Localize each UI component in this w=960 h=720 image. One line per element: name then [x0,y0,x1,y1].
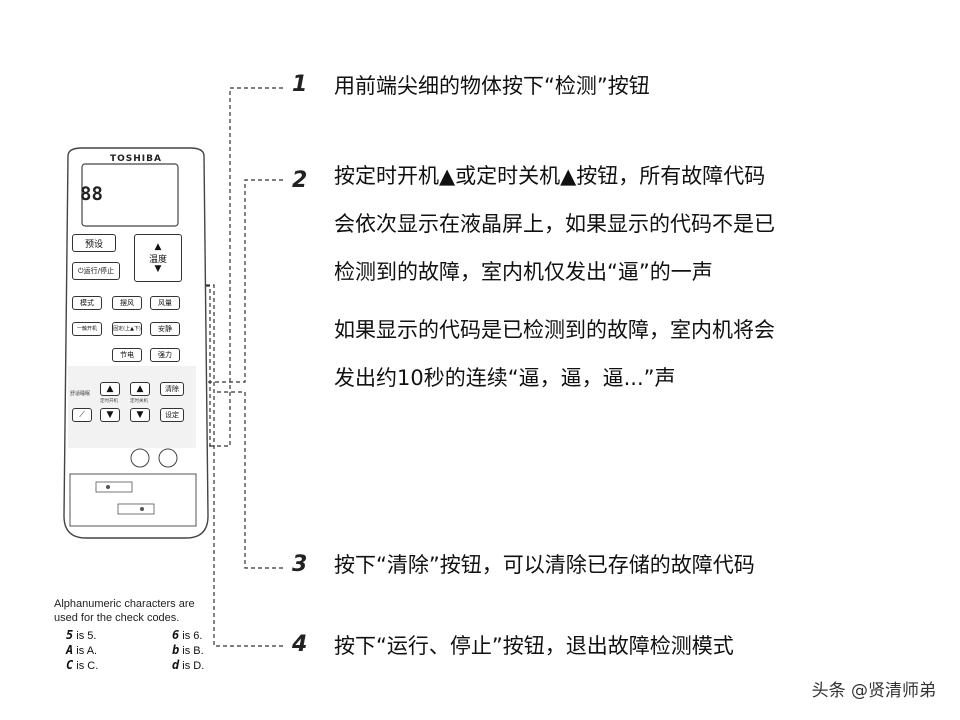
step-1-line-1: 用前端尖细的物体按下“检测”按钮 [334,74,650,98]
temp-label: 温度 [148,254,167,265]
note-line-2: used for the check codes. [54,612,180,624]
step-1-number: 1 [292,72,308,97]
step-3-number: 3 [292,552,308,577]
temp-down-icon: ▼ [154,263,162,274]
run-stop-button[interactable]: ⏻运行/停止 [72,262,120,280]
down-triangle-icon: ▼ [106,409,114,420]
timer-on-down-button[interactable]: ▼ [100,408,120,422]
comfort-label: 舒适睡眠 [70,391,91,397]
up-triangle-icon: ▲ [106,383,114,394]
comfort-sleep-button[interactable]: ⟋ [72,408,92,422]
timer-off-label: 定时关机 [130,399,148,404]
clear-button[interactable]: 清除 [160,382,184,396]
timer-off-down-button[interactable]: ▼ [130,408,150,422]
lcd-digits: 88 [80,183,103,205]
leaf-icon: ⟋ [79,410,85,419]
legend-text: is B. [182,645,204,657]
legend-item: C is C. [66,658,98,672]
legend-item: 6 is 6. [172,628,202,642]
legend-glyph: A [66,643,74,657]
remote-brand: TOSHIBA [110,154,162,164]
step-2b-line-2: 发出约10秒的连续“逼，逼，逼...”声 [334,366,676,390]
legend-text: is 6. [182,630,203,642]
legend-glyph: 6 [172,628,180,642]
legend-glyph: d [172,658,180,672]
timer-off-up-button[interactable]: ▲ [130,382,150,396]
timer-on-up-button[interactable]: ▲ [100,382,120,396]
preset-button[interactable]: 预设 [72,234,116,252]
quiet-button[interactable]: 安静 [150,322,180,336]
legend-item: d is D. [172,658,204,672]
down-triangle-icon: ▼ [136,409,144,420]
swing-button[interactable]: 摆风 [112,296,142,310]
legend-text: is C. [76,660,99,672]
step-2b-line-1: 如果显示的代码是已检测到的故障，室内机将会 [334,318,775,342]
set-button[interactable]: 设定 [160,408,184,422]
legend-glyph: C [66,658,74,672]
step-2-line-1: 按定时开机▲或定时关机▲按钮，所有故障代码 [334,164,766,188]
step-2-line-2: 会依次显示在液晶屏上，如果显示的代码不是已 [334,212,775,236]
note-line-1: Alphanumeric characters are [54,598,195,610]
leader-step-1 [196,87,283,447]
legend-item: b is B. [172,643,204,657]
up-triangle-icon: ▲ [136,383,144,394]
one-touch-button[interactable]: 一触开机 [72,322,102,336]
remote-control: TOSHIBA 88 预设 ⏻运行/停止 ▲ 温度 ▼ 模式 摆风 风量 一触开… [56,146,216,546]
temp-up-icon: ▲ [154,241,162,252]
leader-step-3 [214,391,283,569]
legend-item: A is A. [66,643,97,657]
step-4-number: 4 [292,632,308,657]
eco-button[interactable]: 节电 [112,348,142,362]
fix-button[interactable]: 固定(上▲下) [112,322,142,336]
step-2-line-3: 检测到的故障，室内机仅发出“逼”的一声 [334,260,713,284]
legend-text: is D. [182,660,205,672]
legend-text: is A. [76,645,98,657]
temp-rocker[interactable]: ▲ 温度 ▼ [134,234,182,282]
step-4-line-1: 按下“运行、停止”按钮，退出故障检测模式 [334,634,734,658]
legend-glyph: b [172,643,180,657]
legend-item: 5 is 5. [66,628,96,642]
mode-button[interactable]: 模式 [72,296,102,310]
watermark: 头条 @贤清师弟 [811,681,936,701]
legend-text: is 5. [76,630,97,642]
remote-outline [63,147,209,539]
legend-glyph: 5 [66,628,74,642]
power-button[interactable]: 强力 [150,348,180,362]
fan-button[interactable]: 风量 [150,296,180,310]
step-2-number: 2 [292,168,308,193]
step-3-line-1: 按下“清除”按钮，可以清除已存储的故障代码 [334,553,755,577]
timer-on-label: 定时开机 [100,399,118,404]
